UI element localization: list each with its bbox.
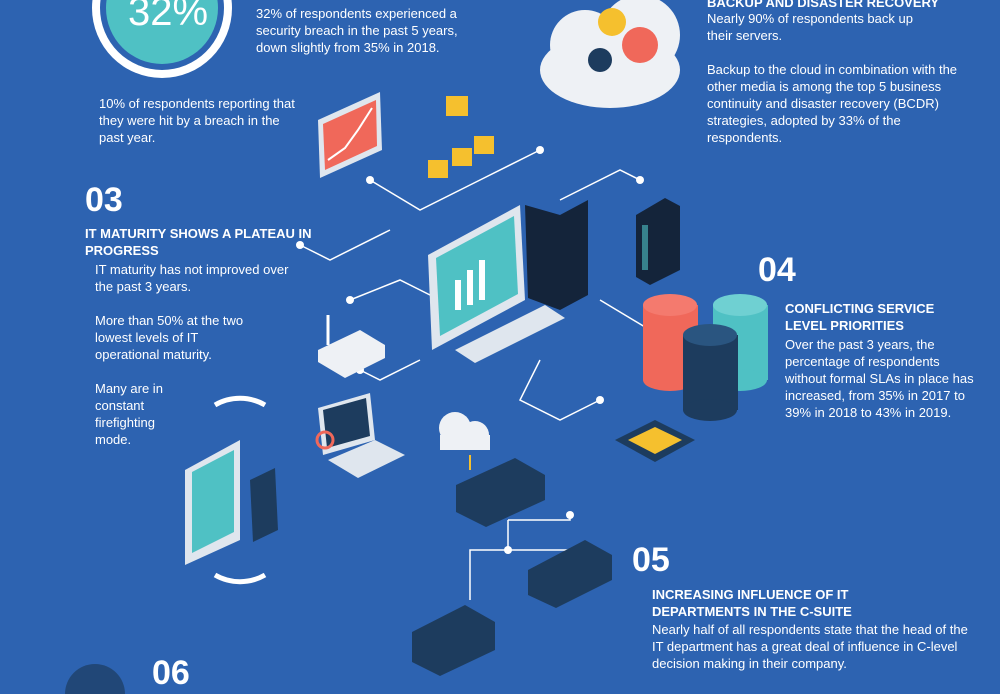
processor-chip-icon [615, 420, 695, 462]
tablet-phone-sync-icon [185, 395, 278, 585]
folder-tree-icon [428, 96, 494, 178]
c-suite-heading: INCREASING INFLUENCE OF IT DEPARTMENTS I… [652, 587, 852, 619]
sla-body: Over the past 3 years, the percentage of… [785, 337, 974, 420]
it-maturity-paragraph-1: IT maturity has not improved over the pa… [95, 262, 289, 294]
stat-percentage: 32% [128, 0, 209, 34]
section-number-04: 04 [758, 251, 796, 289]
sla-heading: CONFLICTING SERVICE LEVEL PRIORITIES [785, 301, 935, 333]
network-lines [299, 149, 691, 600]
laptop-code-icon [315, 393, 405, 478]
it-maturity-paragraph-2: More than 50% at the two lowest levels o… [95, 313, 244, 362]
router-icon [318, 315, 385, 378]
server-rack-icon [636, 198, 680, 285]
breach-stat-text: 32% of respondents experienced a securit… [256, 6, 458, 55]
c-suite-body: Nearly half of all respondents state tha… [652, 622, 968, 671]
section-number-05: 05 [632, 541, 670, 579]
section-number-03: 03 [85, 181, 123, 219]
breach-note-text: 10% of respondents reporting that they w… [99, 96, 295, 145]
backup-paragraph-1: Nearly 90% of respondents back up their … [707, 11, 913, 43]
network-switch-icons [412, 458, 612, 676]
stat-ring [92, 0, 232, 78]
backup-body: Nearly 90% of respondents back up their … [707, 10, 977, 163]
cloud-sync-icon [439, 412, 490, 470]
section-number-06: 06 [152, 654, 190, 692]
cloud-gears-icon [540, 0, 680, 108]
backup-paragraph-2: Backup to the cloud in combination with … [707, 62, 958, 145]
database-stack-icon [643, 294, 768, 421]
it-maturity-paragraph-3: Many are in constant firefighting mode. [95, 381, 163, 447]
monitor-chart-icon [318, 92, 382, 178]
it-maturity-heading: IT MATURITY SHOWS A PLATEAU IN PROGRESS [85, 226, 312, 258]
binary-code-icon [65, 664, 125, 694]
it-maturity-body: IT maturity has not improved over the pa… [95, 261, 295, 465]
backup-heading: BACKUP AND DISASTER RECOVERY [707, 0, 940, 10]
desktop-computer-icon [428, 200, 588, 363]
